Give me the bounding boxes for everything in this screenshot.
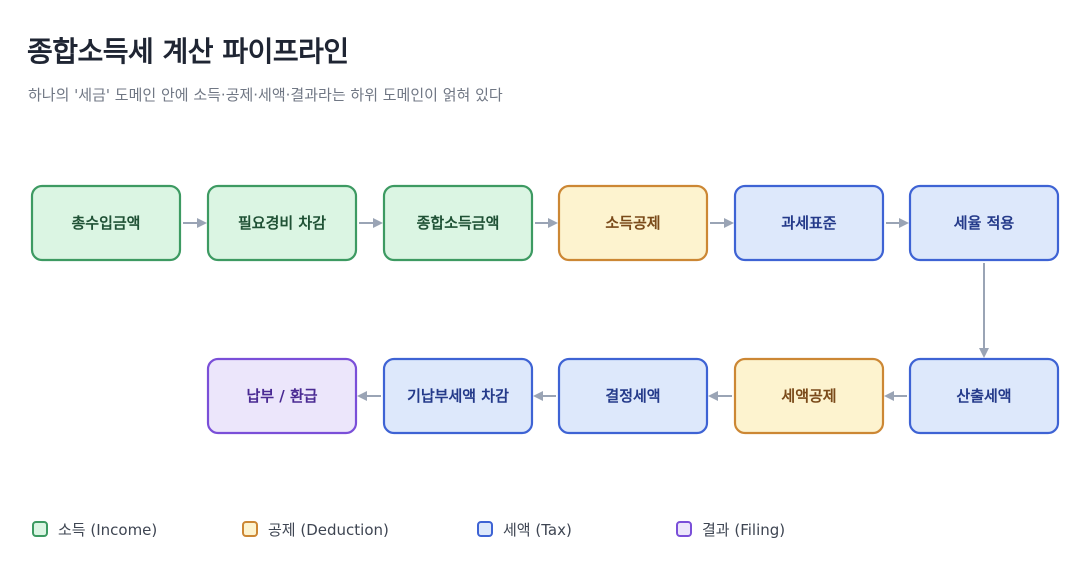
node-n7: 산출세액 <box>908 357 1060 435</box>
node-label: 과세표준 <box>781 214 836 232</box>
edges-layer <box>183 218 989 401</box>
node-box <box>908 357 1060 435</box>
node-label: 기납부세액 차감 <box>407 387 509 405</box>
node-label: 종합소득금액 <box>417 214 500 232</box>
page-subtitle: 하나의 '세금' 도메인 안에 소득·공제·세액·결과라는 하위 도메인이 얽혀… <box>28 86 503 104</box>
legend-label: 결과 (Filing) <box>702 520 786 539</box>
legend-swatch <box>477 521 493 537</box>
node-box <box>908 184 1060 262</box>
legend-item-tax: 세액 (Tax) <box>477 518 572 540</box>
node-n10: 기납부세액 차감 <box>382 357 534 435</box>
node-label: 납부 / 환급 <box>246 387 317 405</box>
legend-swatch <box>242 521 258 537</box>
node-label: 필요경비 차감 <box>238 214 326 232</box>
legend-swatch <box>32 521 48 537</box>
node-box <box>382 184 534 262</box>
node-label: 세액공제 <box>781 387 836 405</box>
node-n2: 필요경비 차감 <box>206 184 358 262</box>
node-n5: 과세표준 <box>733 184 885 262</box>
node-n1: 총수입금액 <box>30 184 182 262</box>
node-n11: 납부 / 환급 <box>206 357 358 435</box>
node-label: 산출세액 <box>956 387 1011 405</box>
node-n3: 종합소득금액 <box>382 184 534 262</box>
node-label: 소득공제 <box>605 214 660 232</box>
legend-item-filing: 결과 (Filing) <box>676 518 785 540</box>
node-n8: 세액공제 <box>733 357 885 435</box>
node-box <box>382 357 534 435</box>
page-title: 종합소득세 계산 파이프라인 <box>27 35 349 68</box>
node-box <box>557 184 709 262</box>
legend-label: 세액 (Tax) <box>503 520 572 539</box>
node-box <box>30 184 182 262</box>
legend-swatch <box>676 521 692 537</box>
legend-label: 소득 (Income) <box>58 520 158 539</box>
node-n9: 결정세액 <box>557 357 709 435</box>
legend-label: 공제 (Deduction) <box>268 520 389 539</box>
node-box <box>206 184 358 262</box>
node-label: 세율 적용 <box>954 214 1015 232</box>
node-n6: 세율 적용 <box>908 184 1060 262</box>
node-label: 결정세액 <box>605 387 660 405</box>
node-label: 총수입금액 <box>71 214 140 232</box>
node-box <box>733 184 885 262</box>
node-box <box>557 357 709 435</box>
legend-item-deduction: 공제 (Deduction) <box>242 518 389 540</box>
node-box <box>733 357 885 435</box>
node-box <box>206 357 358 435</box>
node-n4: 소득공제 <box>557 184 709 262</box>
legend-item-income: 소득 (Income) <box>32 518 157 540</box>
legend: 소득 (Income) 공제 (Deduction) 세액 (Tax) 결과 (Fil… <box>32 518 1062 540</box>
